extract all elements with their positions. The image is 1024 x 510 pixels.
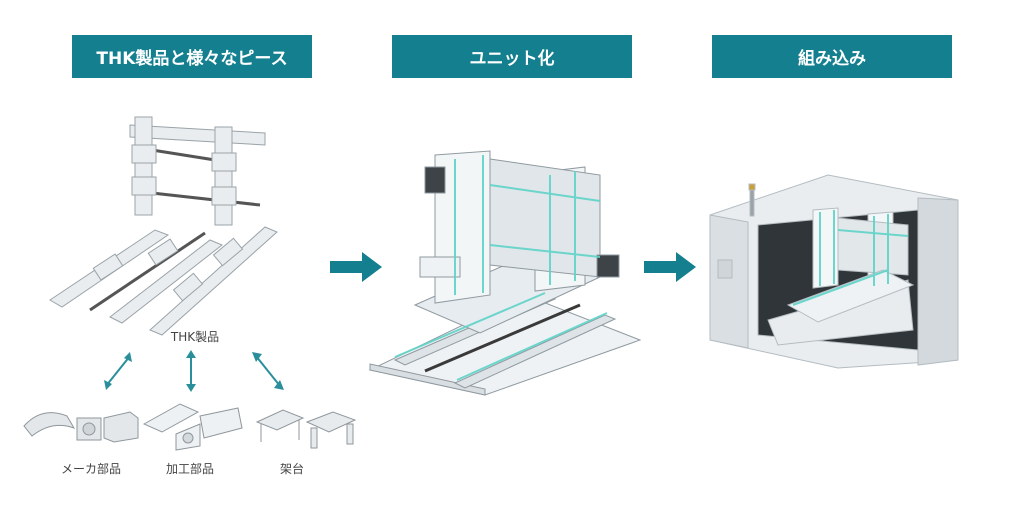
- label-machined-parts: 加工部品: [165, 462, 214, 476]
- unit-illustration: [368, 150, 642, 396]
- process-arrow-2: [644, 252, 696, 282]
- header-integration: 組み込み: [712, 35, 952, 78]
- header-unitization: ユニット化: [392, 35, 632, 78]
- process-arrow-1: [330, 252, 382, 282]
- thk-products-illustration: [49, 116, 278, 336]
- frame-icon: [255, 409, 357, 449]
- double-arrow-right: [252, 352, 284, 390]
- double-arrow-center: [186, 350, 196, 392]
- label-thk-products: THK製品: [170, 330, 220, 344]
- label-frame: 架台: [279, 462, 304, 476]
- header-thk-products-and-pieces: THK製品と様々なピース: [72, 35, 312, 78]
- double-arrow-left: [104, 352, 132, 390]
- label-maker-parts: メーカ部品: [60, 462, 121, 476]
- maker-parts-icon: [23, 411, 139, 443]
- machined-parts-icon: [142, 403, 243, 451]
- integrated-machine-illustration: [709, 174, 959, 369]
